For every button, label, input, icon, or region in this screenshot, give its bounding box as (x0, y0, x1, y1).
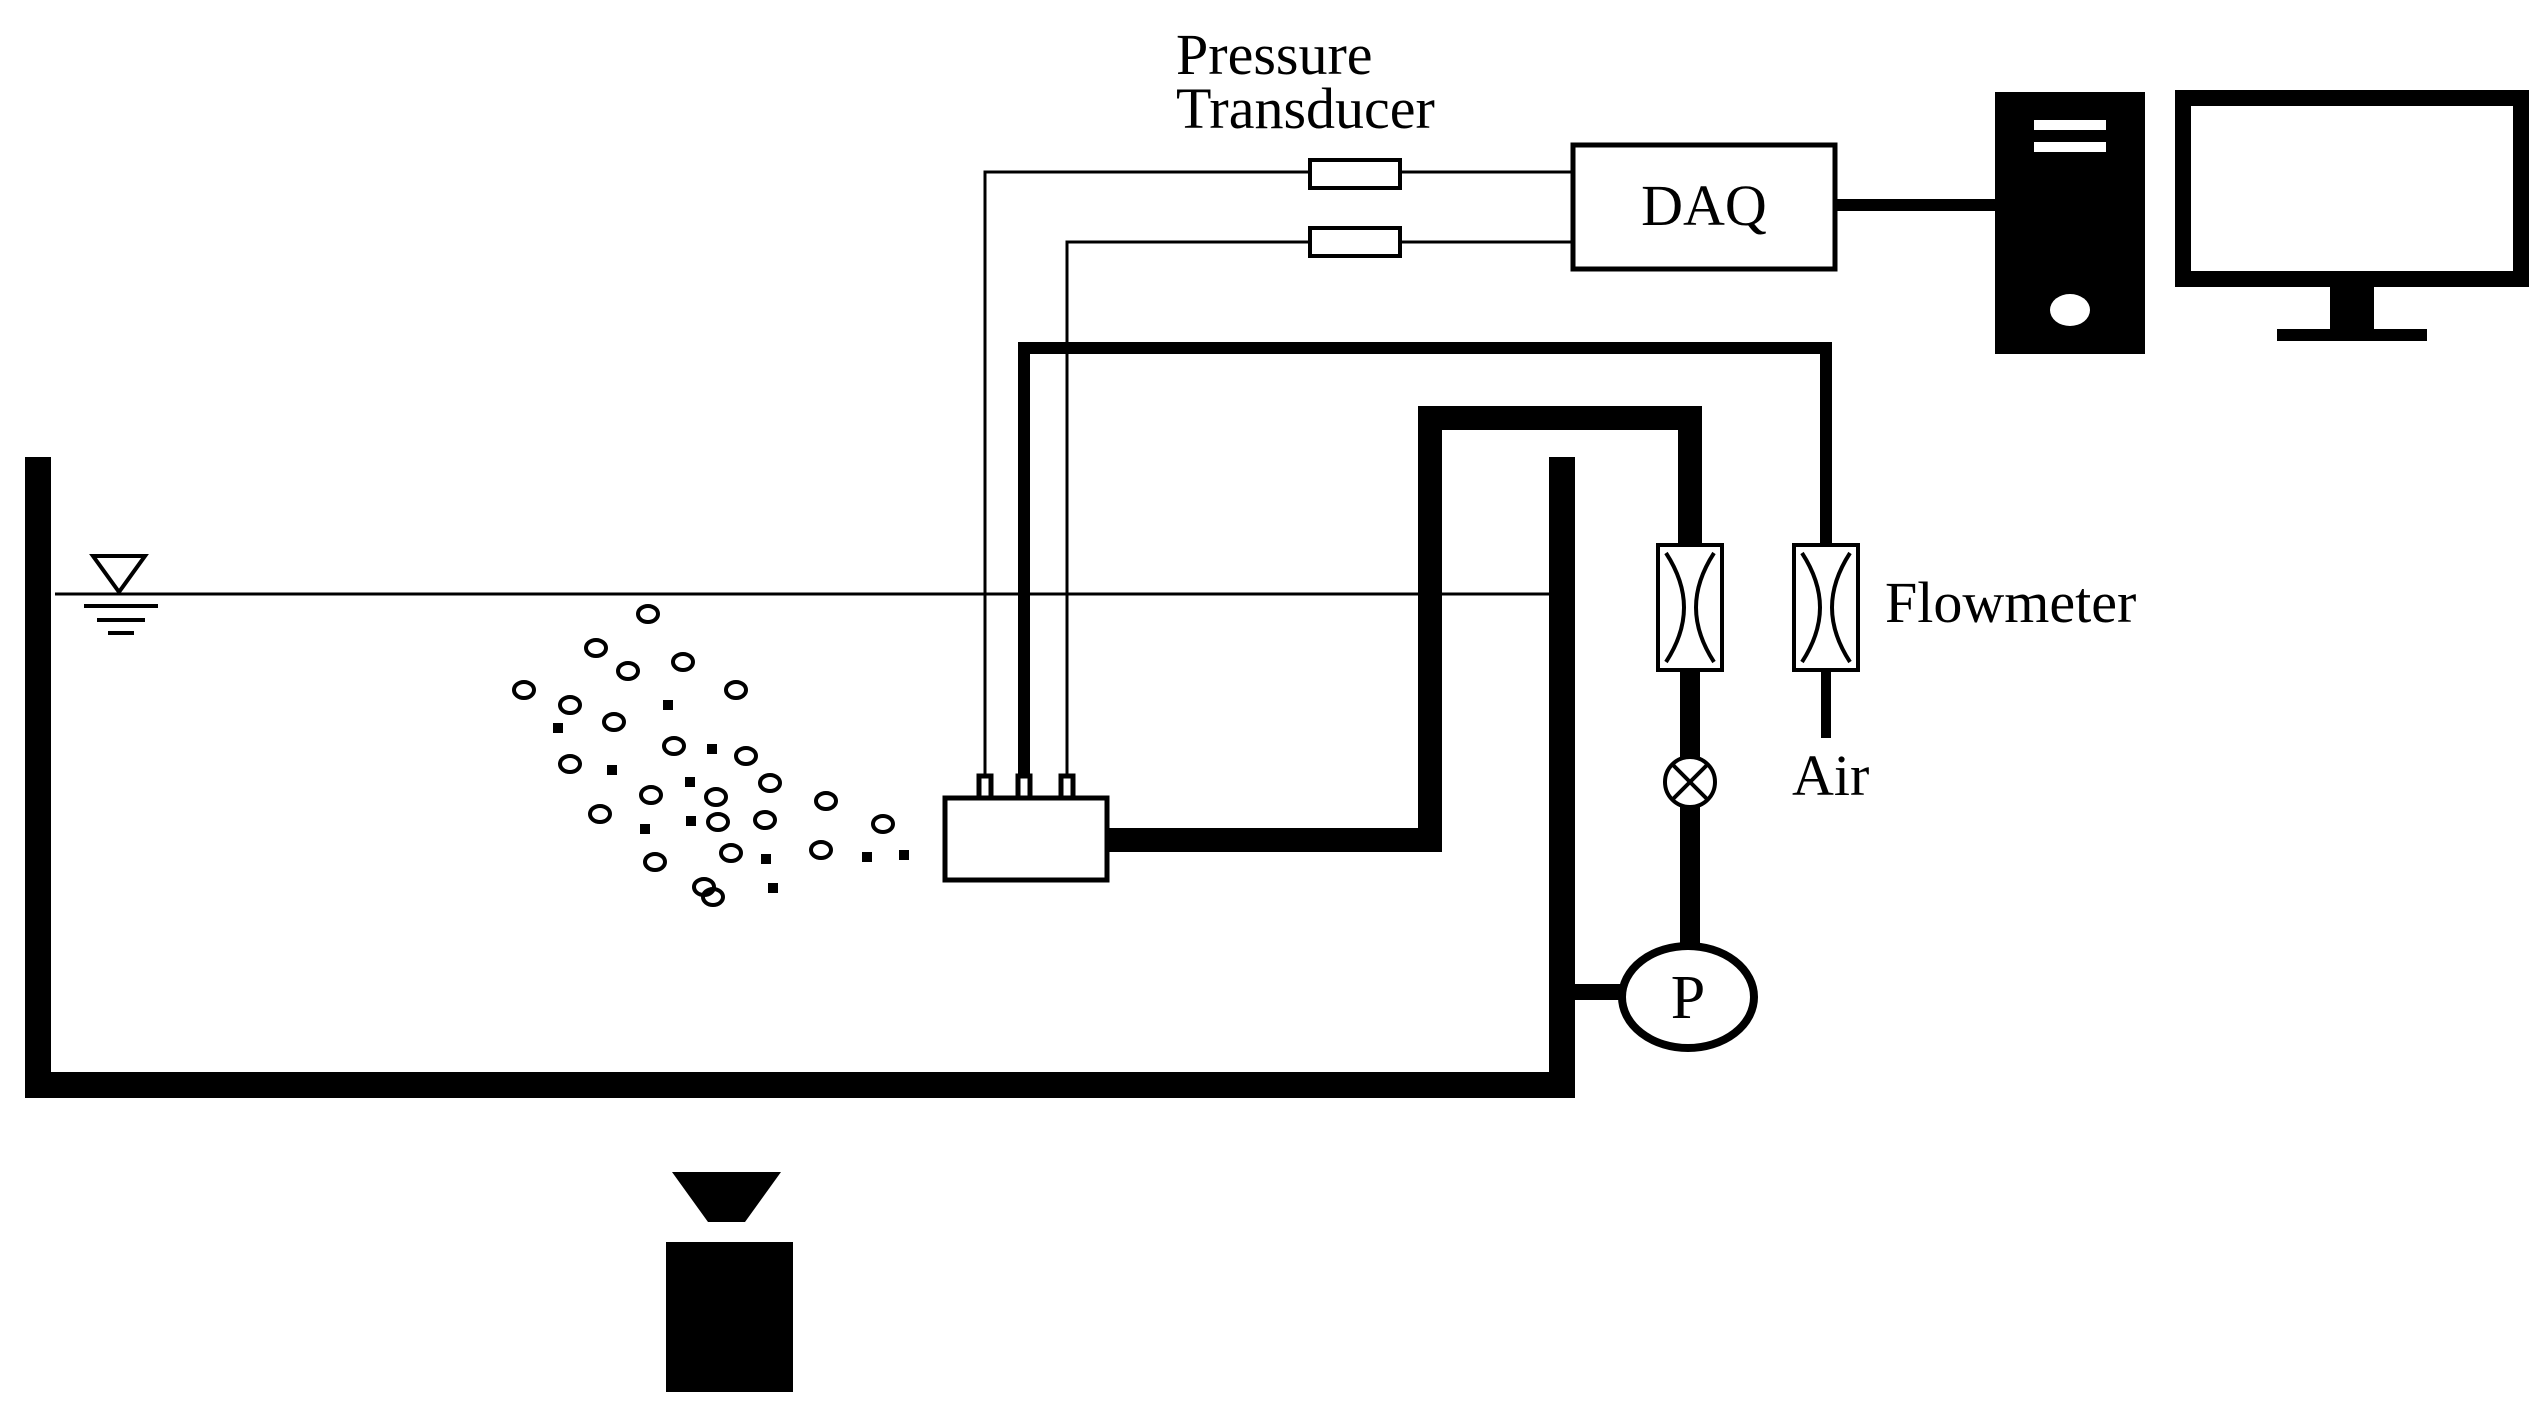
water-level-symbol (84, 554, 158, 635)
air-label: Air (1792, 743, 1869, 808)
bubble (758, 773, 782, 793)
injector-port-1 (976, 773, 994, 801)
monitor-icon (2175, 90, 2529, 341)
bubble (639, 785, 663, 805)
camera-icon (666, 1172, 793, 1392)
signal-wire-upper (983, 170, 1310, 788)
bubble (662, 736, 686, 756)
small-bubble (862, 852, 872, 862)
small-bubble (686, 816, 696, 826)
bubble (671, 652, 695, 672)
bubble-cloud (512, 604, 895, 907)
injector-port-3 (1058, 773, 1076, 801)
daq-label: DAQ (1641, 173, 1767, 238)
small-bubble (663, 700, 673, 710)
bubble (809, 840, 833, 860)
bubble (558, 754, 582, 774)
pump-icon: P (1618, 942, 1758, 1052)
water-supply-line (1107, 406, 1702, 852)
small-bubble (899, 850, 909, 860)
bubble (814, 791, 838, 811)
pressure-transducer-label-line2: Transducer (1176, 76, 1435, 141)
bubble (643, 852, 667, 872)
bubble (616, 661, 640, 681)
bubble (871, 814, 895, 834)
small-bubble (768, 883, 778, 893)
pressure-transducer-label-line1: Pressure (1176, 22, 1373, 87)
pressure-transducer-upper (1308, 158, 1402, 190)
air-line (1018, 342, 1832, 788)
pressure-transducer-lower (1308, 226, 1402, 258)
bubble (734, 746, 758, 766)
small-bubble (707, 744, 717, 754)
daq-unit: DAQ (1570, 142, 1838, 272)
bubble (558, 695, 582, 715)
bubble (753, 810, 777, 830)
tank-walls (25, 457, 1575, 1098)
bubble (512, 680, 536, 700)
small-bubble (607, 765, 617, 775)
flowmeter-air (1792, 543, 1860, 672)
bubble (584, 638, 608, 658)
pressure-transducer-icon (1308, 158, 1402, 258)
daq-box (1570, 142, 1838, 272)
valve-icon (1663, 755, 1717, 809)
bubble (602, 712, 626, 732)
bubble (636, 604, 660, 624)
signal-wires (983, 170, 1573, 788)
pump-body (1618, 942, 1758, 1052)
injector-body (942, 795, 1110, 883)
water-tank (25, 457, 1575, 1098)
small-bubbles (553, 700, 909, 893)
flowmeter-label: Flowmeter (1885, 570, 2136, 635)
flowmeter-water (1656, 543, 1724, 672)
bubble (588, 804, 612, 824)
bubble (701, 887, 725, 907)
small-bubble (685, 777, 695, 787)
bubble (724, 680, 748, 700)
flowmeter-icon (1656, 543, 1860, 672)
injector-nozzle (942, 773, 1110, 883)
small-bubble (553, 723, 563, 733)
bubble (704, 787, 728, 807)
signal-wire-lower (1065, 240, 1310, 788)
bubble (706, 812, 730, 832)
bubble (719, 843, 743, 863)
pump-label: P (1671, 964, 1705, 1032)
computer-tower-icon (1995, 92, 2145, 354)
injector-port-2 (1015, 773, 1033, 801)
small-bubble (761, 854, 771, 864)
small-bubble (640, 824, 650, 834)
